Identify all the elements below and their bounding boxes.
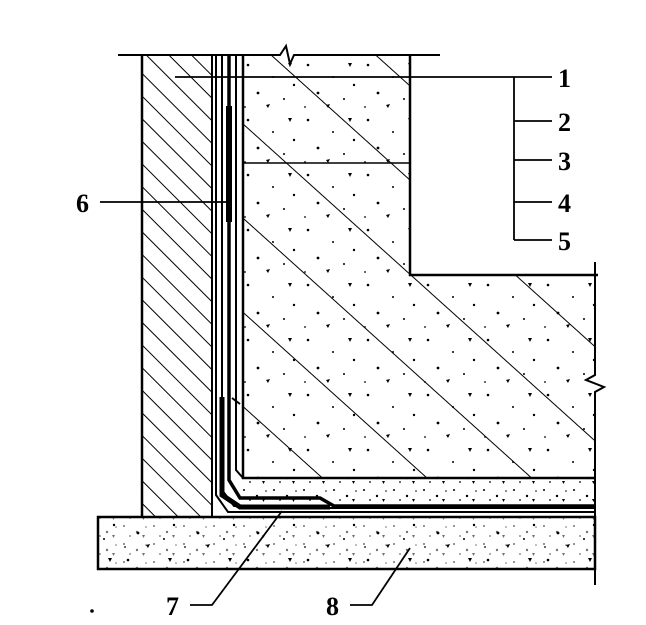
leader-lines-right	[175, 76, 552, 241]
label-8: 8	[326, 592, 339, 621]
leader-line-8	[350, 547, 411, 606]
label-7: 7	[166, 592, 179, 621]
label-1: 1	[558, 64, 571, 93]
right-break-line	[583, 262, 607, 585]
base-slab	[96, 515, 597, 571]
label-3: 3	[558, 147, 571, 176]
label-4: 4	[558, 189, 571, 218]
label-6: 6	[76, 189, 89, 218]
stray-dot	[90, 609, 94, 613]
mortar-layer	[243, 478, 595, 509]
waterproof-membrane	[215, 55, 595, 513]
leader-line-7	[190, 510, 283, 606]
masonry-wall	[140, 55, 213, 517]
label-2: 2	[558, 108, 571, 137]
concrete-structure	[241, 55, 598, 480]
label-5: 5	[558, 227, 571, 256]
